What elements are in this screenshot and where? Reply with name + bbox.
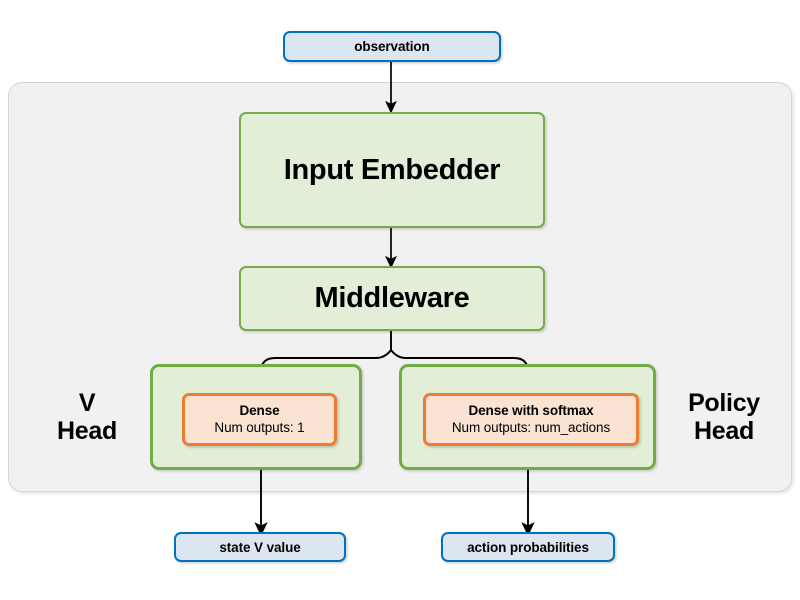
action-probabilities-box[interactable]: action probabilities: [441, 532, 615, 562]
policy-head-caption: Policy Head: [662, 381, 786, 453]
action-probabilities-label: action probabilities: [467, 539, 589, 555]
v-head-dense-layer[interactable]: Dense Num outputs: 1: [182, 393, 337, 446]
v-head-dense-title: Dense: [239, 402, 280, 418]
policy-head-dense-title: Dense with softmax: [468, 402, 594, 418]
v-head-dense-subtitle: Num outputs: 1: [214, 419, 305, 435]
v-head-caption: V Head: [28, 381, 146, 453]
observation-label: observation: [354, 39, 430, 54]
policy-head-caption-line1: Policy: [688, 389, 760, 417]
input-embedder-box[interactable]: Input Embedder: [239, 112, 545, 228]
input-embedder-label: Input Embedder: [283, 153, 501, 186]
policy-head-dense-subtitle: Num outputs: num_actions: [451, 419, 611, 435]
state-v-value-box[interactable]: state V value: [174, 532, 346, 562]
v-head-group[interactable]: Dense Num outputs: 1: [150, 364, 362, 470]
middleware-box[interactable]: Middleware: [239, 266, 545, 331]
observation-box[interactable]: observation: [283, 31, 501, 62]
policy-head-dense-layer[interactable]: Dense with softmax Num outputs: num_acti…: [423, 393, 639, 446]
policy-head-caption-line2: Head: [694, 417, 754, 445]
state-v-value-label: state V value: [219, 539, 301, 555]
policy-head-group[interactable]: Dense with softmax Num outputs: num_acti…: [399, 364, 656, 470]
middleware-label: Middleware: [314, 282, 470, 314]
v-head-caption-line1: V: [78, 389, 96, 417]
v-head-caption-line2: Head: [57, 417, 117, 445]
